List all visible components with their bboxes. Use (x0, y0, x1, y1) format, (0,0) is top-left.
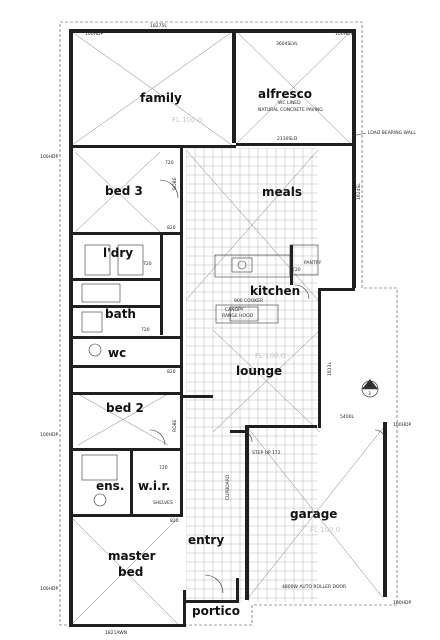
room-alfresco: alfresco (258, 87, 312, 101)
dim-bed3-door: 720 (165, 160, 174, 166)
note-step-up: STEP UP 172 (252, 450, 281, 456)
note-cupboard: CUPBOARD (225, 474, 231, 500)
ffl-family: FL 100.0 (172, 116, 202, 124)
dim-corner-bl: 100HDP (40, 586, 58, 592)
note-alfresco-ceiling-1: WC LINED (278, 100, 301, 106)
dim-alfresco-left: 3604SLVL (276, 41, 298, 47)
dim-corner-right: 100HDP (393, 422, 411, 428)
dim-wc-door: 720 (141, 327, 150, 333)
room-bed2: bed 2 (106, 401, 144, 415)
dim-corner-tr: 100HDP (335, 31, 353, 37)
room-portico: portico (192, 604, 240, 618)
dim-garage-width: 5400L (340, 414, 354, 420)
dim-corner-br: 100HDP (393, 600, 411, 606)
note-robe-bed3: ROBE (172, 177, 178, 190)
section-marker: A 3 (361, 379, 379, 398)
note-pantry: PANTRY (304, 260, 321, 266)
room-master-bed-line2: bed (118, 565, 143, 579)
room-lounge: lounge (236, 364, 282, 378)
dim-side-left-2: 100HDP (40, 432, 58, 438)
door-swings (149, 179, 386, 594)
walls (69, 29, 387, 627)
room-bath: bath (105, 307, 136, 321)
note-robe-bed2: ROBE (172, 419, 178, 432)
note-roller-door: 4800W AUTO ROLLER DOOR (282, 584, 346, 590)
room-diagonals (71, 31, 384, 625)
dim-bottom-width: 1821AWN (105, 630, 127, 636)
section-label: A (368, 383, 372, 389)
dim-top-width: 18275L (150, 23, 167, 29)
dim-wir-door: 720 (159, 465, 168, 471)
ffl-lounge: FL 100.0 (255, 352, 285, 360)
dim-ldry-door: 720 (143, 261, 152, 267)
ffl-garage: FL 100.0 (310, 526, 340, 534)
dim-corner-tl: 100HDP (85, 31, 103, 37)
room-ldry: l'dry (103, 246, 133, 260)
note-range-hood: RANGE HOOD (222, 313, 254, 319)
dim-lounge-right: 1813L (327, 362, 333, 376)
dim-entry-door: 820 (170, 518, 179, 524)
kitchen-fixtures (214, 244, 319, 324)
dim-bed2-door: 820 (167, 369, 176, 375)
room-master-bed-line1: master (108, 549, 156, 563)
room-kitchen: kitchen (250, 284, 300, 298)
room-wc: wc (108, 346, 126, 360)
note-alfresco-ceiling-2: NATURAL CONCRETE PAVING (258, 107, 323, 113)
note-cooker: 900 COOKER (234, 298, 263, 304)
dim-side-left-1: 100HDP (40, 154, 58, 160)
dim-pantry-door: 720 (292, 267, 301, 273)
dim-meals-right: 1824SL (356, 183, 362, 200)
wet-area-fixtures (81, 244, 144, 507)
section-number: 3 (368, 391, 371, 397)
room-ens: ens. (96, 479, 124, 493)
room-entry: entry (188, 533, 224, 547)
site-boundary (59, 21, 398, 626)
room-garage: garage (290, 507, 337, 521)
room-bed3: bed 3 (105, 184, 143, 198)
room-wir: w.i.r. (138, 479, 170, 493)
dim-bed3-robe: 820 (167, 225, 176, 231)
note-shelves: SHELVES (153, 500, 173, 506)
note-load-bearing-wall: LOAD BEARING WALL (368, 130, 416, 136)
room-meals: meals (262, 185, 302, 199)
note-canopy: CANOPY (225, 307, 244, 313)
floor-tile-grid (186, 148, 318, 602)
room-family: family (140, 91, 182, 105)
dim-meals-width: 2130SLD (277, 136, 298, 142)
